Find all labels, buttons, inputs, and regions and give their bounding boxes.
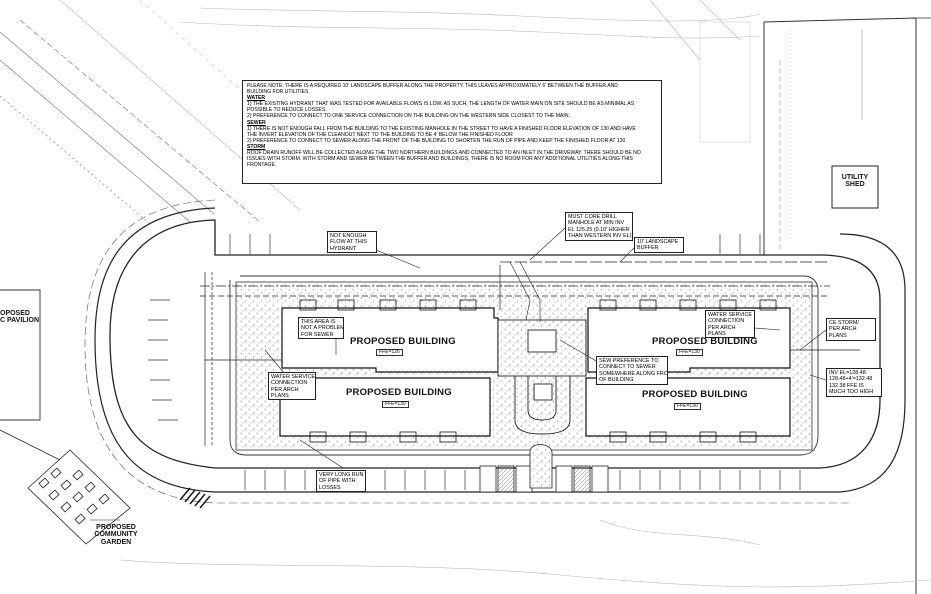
callout-water-east-line-2: CONNECTION xyxy=(708,318,745,325)
note-storm-heading: STORM xyxy=(247,143,266,150)
callout-landscape-line-2: BUFFER xyxy=(637,245,659,252)
garden-label-line-1: PROPOSED xyxy=(96,524,136,531)
callout-hydrant-line-3: HYDRANT xyxy=(330,245,357,252)
callout-sewer-pref-line-3: SOMEWHERE ALONG FRONT xyxy=(599,370,668,377)
note-sewer-heading: SEWER xyxy=(247,119,266,126)
callout-hydrant-line-1: NOT ENOUGH xyxy=(330,233,367,239)
callout-sewer-ok-line-2: NOT A PROBLEM xyxy=(301,325,344,332)
garden-label-line-3: GARDEN xyxy=(100,538,132,546)
callout-water-east-line-3: PER ARCH xyxy=(708,324,736,331)
callout-sewer-ok-line-1: THIS AREA IS xyxy=(301,319,336,325)
callout-sewer-preference: SEW PREFERENCE TO CONNECT TO SEWER SOMEW… xyxy=(596,356,668,385)
note-intro-line-2: BUILDING FOR UTILITIES xyxy=(247,89,309,96)
callout-water-service-west: WATER SERVICE CONNECTION PER ARCH PLANS xyxy=(268,372,316,400)
callout-storm-east-line-3: PLANS xyxy=(829,332,847,339)
callout-core-drill: MUST CORE DRILL MANHOLE AT MIN INV EL 12… xyxy=(565,212,633,241)
building-se-ffe: FFE=130 xyxy=(674,403,701,411)
callout-water-east-line-1: WATER SERVICE xyxy=(708,312,752,318)
callout-hydrant-line-2: FLOW AT THIS xyxy=(330,239,367,246)
building-ne-label: PROPOSED BUILDING xyxy=(652,336,758,347)
callout-sewer-pref-line-1: SEW PREFERENCE TO xyxy=(599,358,659,364)
note-storm-line-1: ROOF DRAIN RUNOFF WILL BE COLLECTED ALON… xyxy=(247,150,641,157)
community-garden-label: PROPOSED COMMUNITY GARDEN xyxy=(84,524,148,546)
note-sewer-line-2: THE INVERT ELEVATION OF THE CLEANOUT NEX… xyxy=(247,131,513,138)
note-water-line-2: POSSIBLE TO REDUCE LOSSES. xyxy=(247,107,327,114)
callout-long-run: VERY LONG RUN OF PIPE WITH LOSSES xyxy=(316,470,366,492)
accessible-stalls xyxy=(479,444,609,493)
note-storm-line-3: FRONTAGE. xyxy=(247,162,277,169)
callout-inv-east-line-4: MUCH TOO HIGH xyxy=(829,389,874,396)
callout-water-west-line-1: WATER SERVICE xyxy=(271,374,315,380)
note-water-heading: WATER xyxy=(247,95,266,102)
utility-shed-label-line-2: SHED xyxy=(845,181,865,189)
callout-water-west-line-4: PLANS xyxy=(271,393,289,400)
callout-storm-east: CE STORM/ PER ARCH PLANS xyxy=(826,318,876,341)
pavilion-label-line-2: C PAVILION xyxy=(0,317,40,325)
callout-core-drill-line-1: MUST CORE DRILL xyxy=(568,214,618,220)
utility-shed-label-line-1: UTILITY xyxy=(841,174,869,181)
callout-storm-east-line-2: PER ARCH xyxy=(829,326,857,333)
note-sewer-line-3: 2) PREFERENCE TO CONNECT TO SEWER ALONG … xyxy=(247,137,626,144)
callout-long-run-line-1: VERY LONG RUN xyxy=(319,472,364,478)
utility-shed-label: UTILITY SHED xyxy=(834,174,876,189)
building-nw-ffe: FFE=126 xyxy=(376,349,403,357)
callout-sewer-ok-line-3: FOR SEWER xyxy=(301,331,334,338)
callout-water-east-line-4: PLANS xyxy=(708,331,726,338)
building-se-label: PROPOSED BUILDING xyxy=(642,389,748,400)
callout-water-west-line-2: CONNECTION xyxy=(271,380,308,387)
note-sewer-line-1: 1) THERE IS NOT ENOUGH FALL FROM THE BUI… xyxy=(247,125,636,132)
existing-contours-top xyxy=(179,0,761,61)
callout-landscape-line-1: 10' LANDSCAPE xyxy=(637,239,679,245)
note-storm-line-2: ISSUES WITH STORM. WITH STORM AND SEWER … xyxy=(247,156,633,163)
callout-invert-east: INV EL=128.48 128.48+4'=132.48 132.38 FF… xyxy=(826,368,882,397)
central-courtyard xyxy=(497,261,587,435)
callout-core-drill-line-3: EL 125.25 (0.10' HIGHER xyxy=(568,226,630,233)
utility-lines xyxy=(200,261,860,446)
callout-hydrant-flow: NOT ENOUGH FLOW AT THIS HYDRANT xyxy=(327,231,377,253)
building-ne-ffe: FFE=130 xyxy=(676,349,703,357)
building-nw-label: PROPOSED BUILDING xyxy=(350,336,456,347)
callout-long-run-line-3: LOSSES xyxy=(319,484,341,491)
callout-inv-east-line-2: 128.48+4'=132.48 xyxy=(829,376,873,383)
note-water-line-1: 1) THE EXISTING HYDRANT THAT WAS TESTED … xyxy=(247,101,635,108)
pavilion-label-line-1: OPOSED xyxy=(0,310,30,317)
pavilion-edge xyxy=(0,289,61,461)
garden-label-line-2: COMMUNITY xyxy=(94,531,138,539)
callout-storm-east-line-1: CE STORM/ xyxy=(829,320,859,326)
building-sw-label: PROPOSED BUILDING xyxy=(346,387,452,398)
callout-water-service-east: WATER SERVICE CONNECTION PER ARCH PLANS xyxy=(705,310,755,338)
property-line-east xyxy=(763,17,931,594)
crosswalk xyxy=(179,487,211,509)
note-intro-line-1: PLEASE NOTE: THERE IS A REQUIRED 10' LAN… xyxy=(247,83,618,89)
general-notes-box: PLEASE NOTE: THERE IS A REQUIRED 10' LAN… xyxy=(242,80,662,184)
utility-shed-outline xyxy=(831,165,879,209)
callout-sewer-pref-line-4: OF BUILDING xyxy=(599,377,634,384)
building-sw-ffe: FFE=130 xyxy=(382,401,409,409)
pavilion-label: OPOSED C PAVILION xyxy=(0,310,39,325)
callout-inv-east-line-1: INV EL=128.48 xyxy=(829,370,866,376)
callout-inv-east-line-3: 132.38 FFE IS xyxy=(829,382,864,389)
callout-long-run-line-2: OF PIPE WITH xyxy=(319,478,356,485)
community-garden xyxy=(27,449,131,545)
callout-water-west-line-3: PER ARCH xyxy=(271,386,299,393)
callout-sewer-ok: THIS AREA IS NOT A PROBLEM FOR SEWER xyxy=(298,317,344,339)
callout-landscape-buffer: 10' LANDSCAPE BUFFER xyxy=(634,237,684,253)
callout-sewer-pref-line-2: CONNECT TO SEWER xyxy=(599,364,656,371)
callout-core-drill-line-4: THAN WESTERN INV EL) xyxy=(568,233,632,240)
note-water-line-3: 2) PREFERENCE TO CONNECT TO ONE SERVICE … xyxy=(247,113,570,120)
callout-core-drill-line-2: MANHOLE AT MIN INV xyxy=(568,220,625,227)
